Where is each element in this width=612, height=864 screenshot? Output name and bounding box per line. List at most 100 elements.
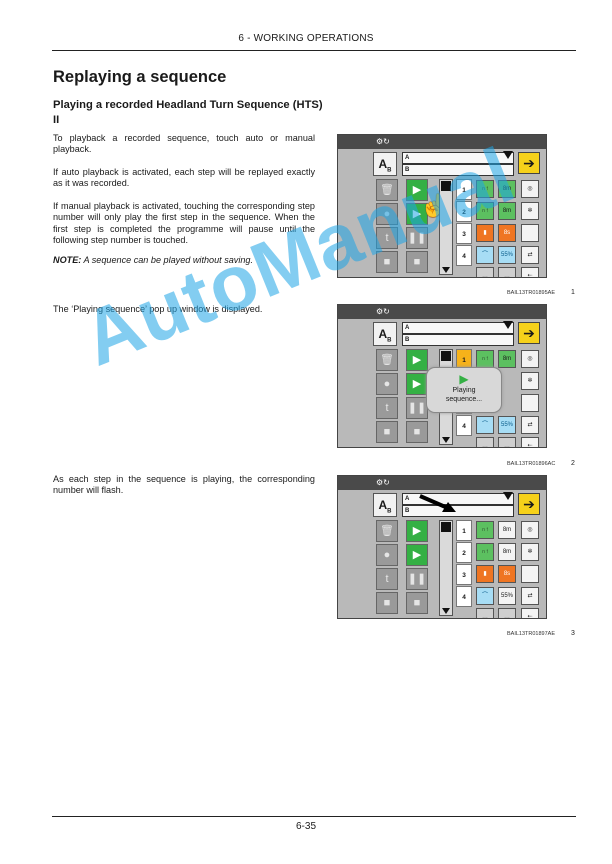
- scrollbar[interactable]: [439, 179, 453, 275]
- pause-button[interactable]: ❚❚: [406, 397, 428, 419]
- steering-icon[interactable]: ⌒: [476, 246, 494, 264]
- stop-button[interactable]: ■: [376, 592, 398, 614]
- empty-slot-icon[interactable]: …: [476, 267, 494, 277]
- blank-icon[interactable]: [521, 224, 539, 242]
- pto-icon[interactable]: ⇄: [521, 416, 539, 434]
- hitch-icon[interactable]: ∩↑: [476, 521, 494, 539]
- ab-button[interactable]: AB: [373, 322, 397, 346]
- paragraph-popup: The ‘Playing sequence’ pop up window is …: [53, 304, 263, 314]
- valve-icon[interactable]: ▮: [476, 565, 494, 583]
- step-grid: 1 2 3 4 ∩↑ 8m ◎ ∩↑ 8m ✲ ▮ 8s ⌒ 55% ⇄ … ……: [456, 520, 546, 618]
- figure-1-code: BAIL13TR01895AE: [507, 290, 556, 296]
- scroll-down-icon[interactable]: [442, 437, 450, 443]
- pause-button[interactable]: ❚❚: [406, 568, 428, 590]
- manual-play-button[interactable]: ▶: [406, 203, 428, 225]
- back-icon[interactable]: ⇠: [521, 437, 539, 447]
- step-number-3[interactable]: 3: [456, 564, 472, 585]
- step-number-1[interactable]: 1: [456, 179, 472, 200]
- dropdown-arrow-icon[interactable]: [503, 151, 513, 159]
- field-a-box[interactable]: A: [402, 152, 514, 164]
- header-rule: [52, 50, 576, 51]
- delete-icon[interactable]: 🗑: [376, 179, 398, 201]
- wheel-icon[interactable]: ◎: [521, 521, 539, 539]
- steering-icon[interactable]: ⌒: [476, 416, 494, 434]
- ab-sub: B: [387, 508, 392, 515]
- ab-button[interactable]: AB: [373, 493, 397, 517]
- hitch-icon[interactable]: ∩↑: [476, 543, 494, 561]
- scroll-thumb[interactable]: [441, 351, 451, 361]
- empty-slot-icon[interactable]: …: [498, 608, 516, 618]
- stop-button[interactable]: ■: [376, 421, 398, 443]
- ab-sub: B: [387, 167, 392, 174]
- scroll-thumb[interactable]: [441, 522, 451, 532]
- delete-icon[interactable]: 🗑: [376, 520, 398, 542]
- figure-2-code: BAIL13TR01896AC: [507, 461, 556, 467]
- gear-icon[interactable]: ✲: [521, 543, 539, 561]
- step-number-4[interactable]: 4: [456, 245, 472, 266]
- field-b-box[interactable]: B: [402, 164, 514, 176]
- steering-icon[interactable]: ⌒: [476, 587, 494, 605]
- step-value: 8m: [498, 202, 516, 220]
- wheel-icon[interactable]: ◎: [521, 350, 539, 368]
- manual-play-button[interactable]: ▶: [406, 544, 428, 566]
- pto-icon[interactable]: ⇄: [521, 587, 539, 605]
- tractor-icon: ⚙↻: [376, 307, 390, 316]
- step-number-3[interactable]: 3: [456, 223, 472, 244]
- back-icon[interactable]: ⇠: [521, 267, 539, 277]
- stop-button-2[interactable]: ■: [406, 251, 428, 273]
- popup-line-2: sequence...: [445, 396, 483, 403]
- scroll-thumb[interactable]: [441, 181, 451, 191]
- timer-icon[interactable]: t: [376, 568, 398, 590]
- timer-icon[interactable]: t: [376, 227, 398, 249]
- step-number-4[interactable]: 4: [456, 586, 472, 607]
- stop-button-2[interactable]: ■: [406, 421, 428, 443]
- wheel-icon[interactable]: ◎: [521, 180, 539, 198]
- scroll-down-icon[interactable]: [442, 608, 450, 614]
- play-button[interactable]: ▶: [406, 179, 428, 201]
- pto-icon[interactable]: ⇄: [521, 246, 539, 264]
- confirm-arrow-button[interactable]: ➔: [518, 493, 540, 515]
- back-icon[interactable]: ⇠: [521, 608, 539, 618]
- field-b-box[interactable]: B: [402, 334, 514, 346]
- hitch-icon[interactable]: ∩↑: [476, 180, 494, 198]
- footer-rule: [52, 816, 576, 817]
- step-value: 8m: [498, 543, 516, 561]
- confirm-arrow-button[interactable]: ➔: [518, 152, 540, 174]
- empty-slot-icon[interactable]: …: [498, 437, 516, 447]
- valve-icon[interactable]: ▮: [476, 224, 494, 242]
- pause-button[interactable]: ❚❚: [406, 227, 428, 249]
- hitch-icon[interactable]: ∩↑: [476, 350, 494, 368]
- record-icon[interactable]: ●: [376, 373, 398, 395]
- ab-button[interactable]: AB: [373, 152, 397, 176]
- scrollbar[interactable]: [439, 520, 453, 616]
- step-number-1[interactable]: 1: [456, 520, 472, 541]
- blank-icon[interactable]: [521, 565, 539, 583]
- blank-icon[interactable]: [521, 394, 539, 412]
- gear-icon[interactable]: ✲: [521, 372, 539, 390]
- manual-play-button[interactable]: ▶: [406, 373, 428, 395]
- confirm-arrow-button[interactable]: ➔: [518, 322, 540, 344]
- gear-icon[interactable]: ✲: [521, 202, 539, 220]
- dropdown-arrow-icon[interactable]: [503, 492, 513, 500]
- empty-slot-icon[interactable]: …: [476, 437, 494, 447]
- timer-icon[interactable]: t: [376, 397, 398, 419]
- play-button[interactable]: ▶: [406, 349, 428, 371]
- play-button[interactable]: ▶: [406, 520, 428, 542]
- stop-button[interactable]: ■: [376, 251, 398, 273]
- playing-sequence-popup: ▶ Playing sequence...: [426, 367, 502, 413]
- hitch-icon[interactable]: ∩↑: [476, 202, 494, 220]
- record-icon[interactable]: ●: [376, 203, 398, 225]
- delete-icon[interactable]: 🗑: [376, 349, 398, 371]
- step-number-4[interactable]: 4: [456, 415, 472, 436]
- record-icon[interactable]: ●: [376, 544, 398, 566]
- stop-button-2[interactable]: ■: [406, 592, 428, 614]
- step-number-2[interactable]: 2: [456, 542, 472, 563]
- empty-slot-icon[interactable]: …: [476, 608, 494, 618]
- scroll-down-icon[interactable]: [442, 267, 450, 273]
- field-b-box[interactable]: B: [402, 505, 514, 517]
- field-a-box[interactable]: A: [402, 322, 514, 334]
- empty-slot-icon[interactable]: …: [498, 267, 516, 277]
- step-number-2[interactable]: 2: [456, 201, 472, 222]
- figure-3-number: 3: [571, 630, 575, 637]
- dropdown-arrow-icon[interactable]: [503, 321, 513, 329]
